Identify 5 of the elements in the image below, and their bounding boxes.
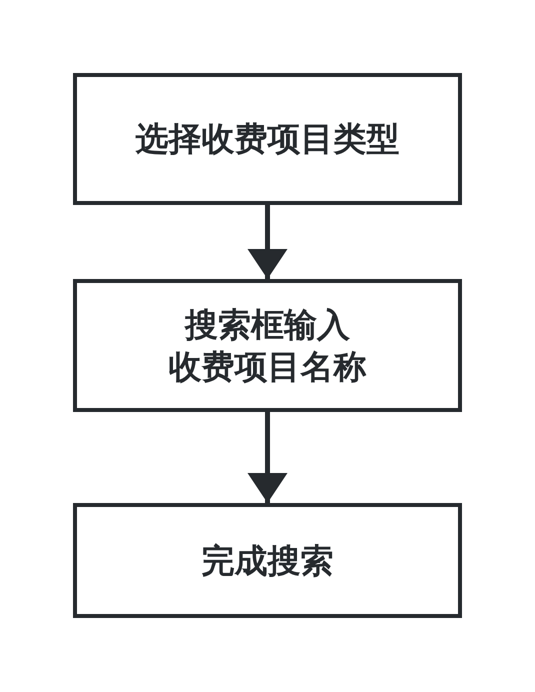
arrow [248, 412, 288, 503]
process-box: 选择收费项目类型 [73, 73, 462, 205]
process-box: 搜索框输入收费项目名称 [73, 279, 462, 412]
arrow [248, 205, 288, 279]
process-box: 完成搜索 [73, 503, 462, 618]
